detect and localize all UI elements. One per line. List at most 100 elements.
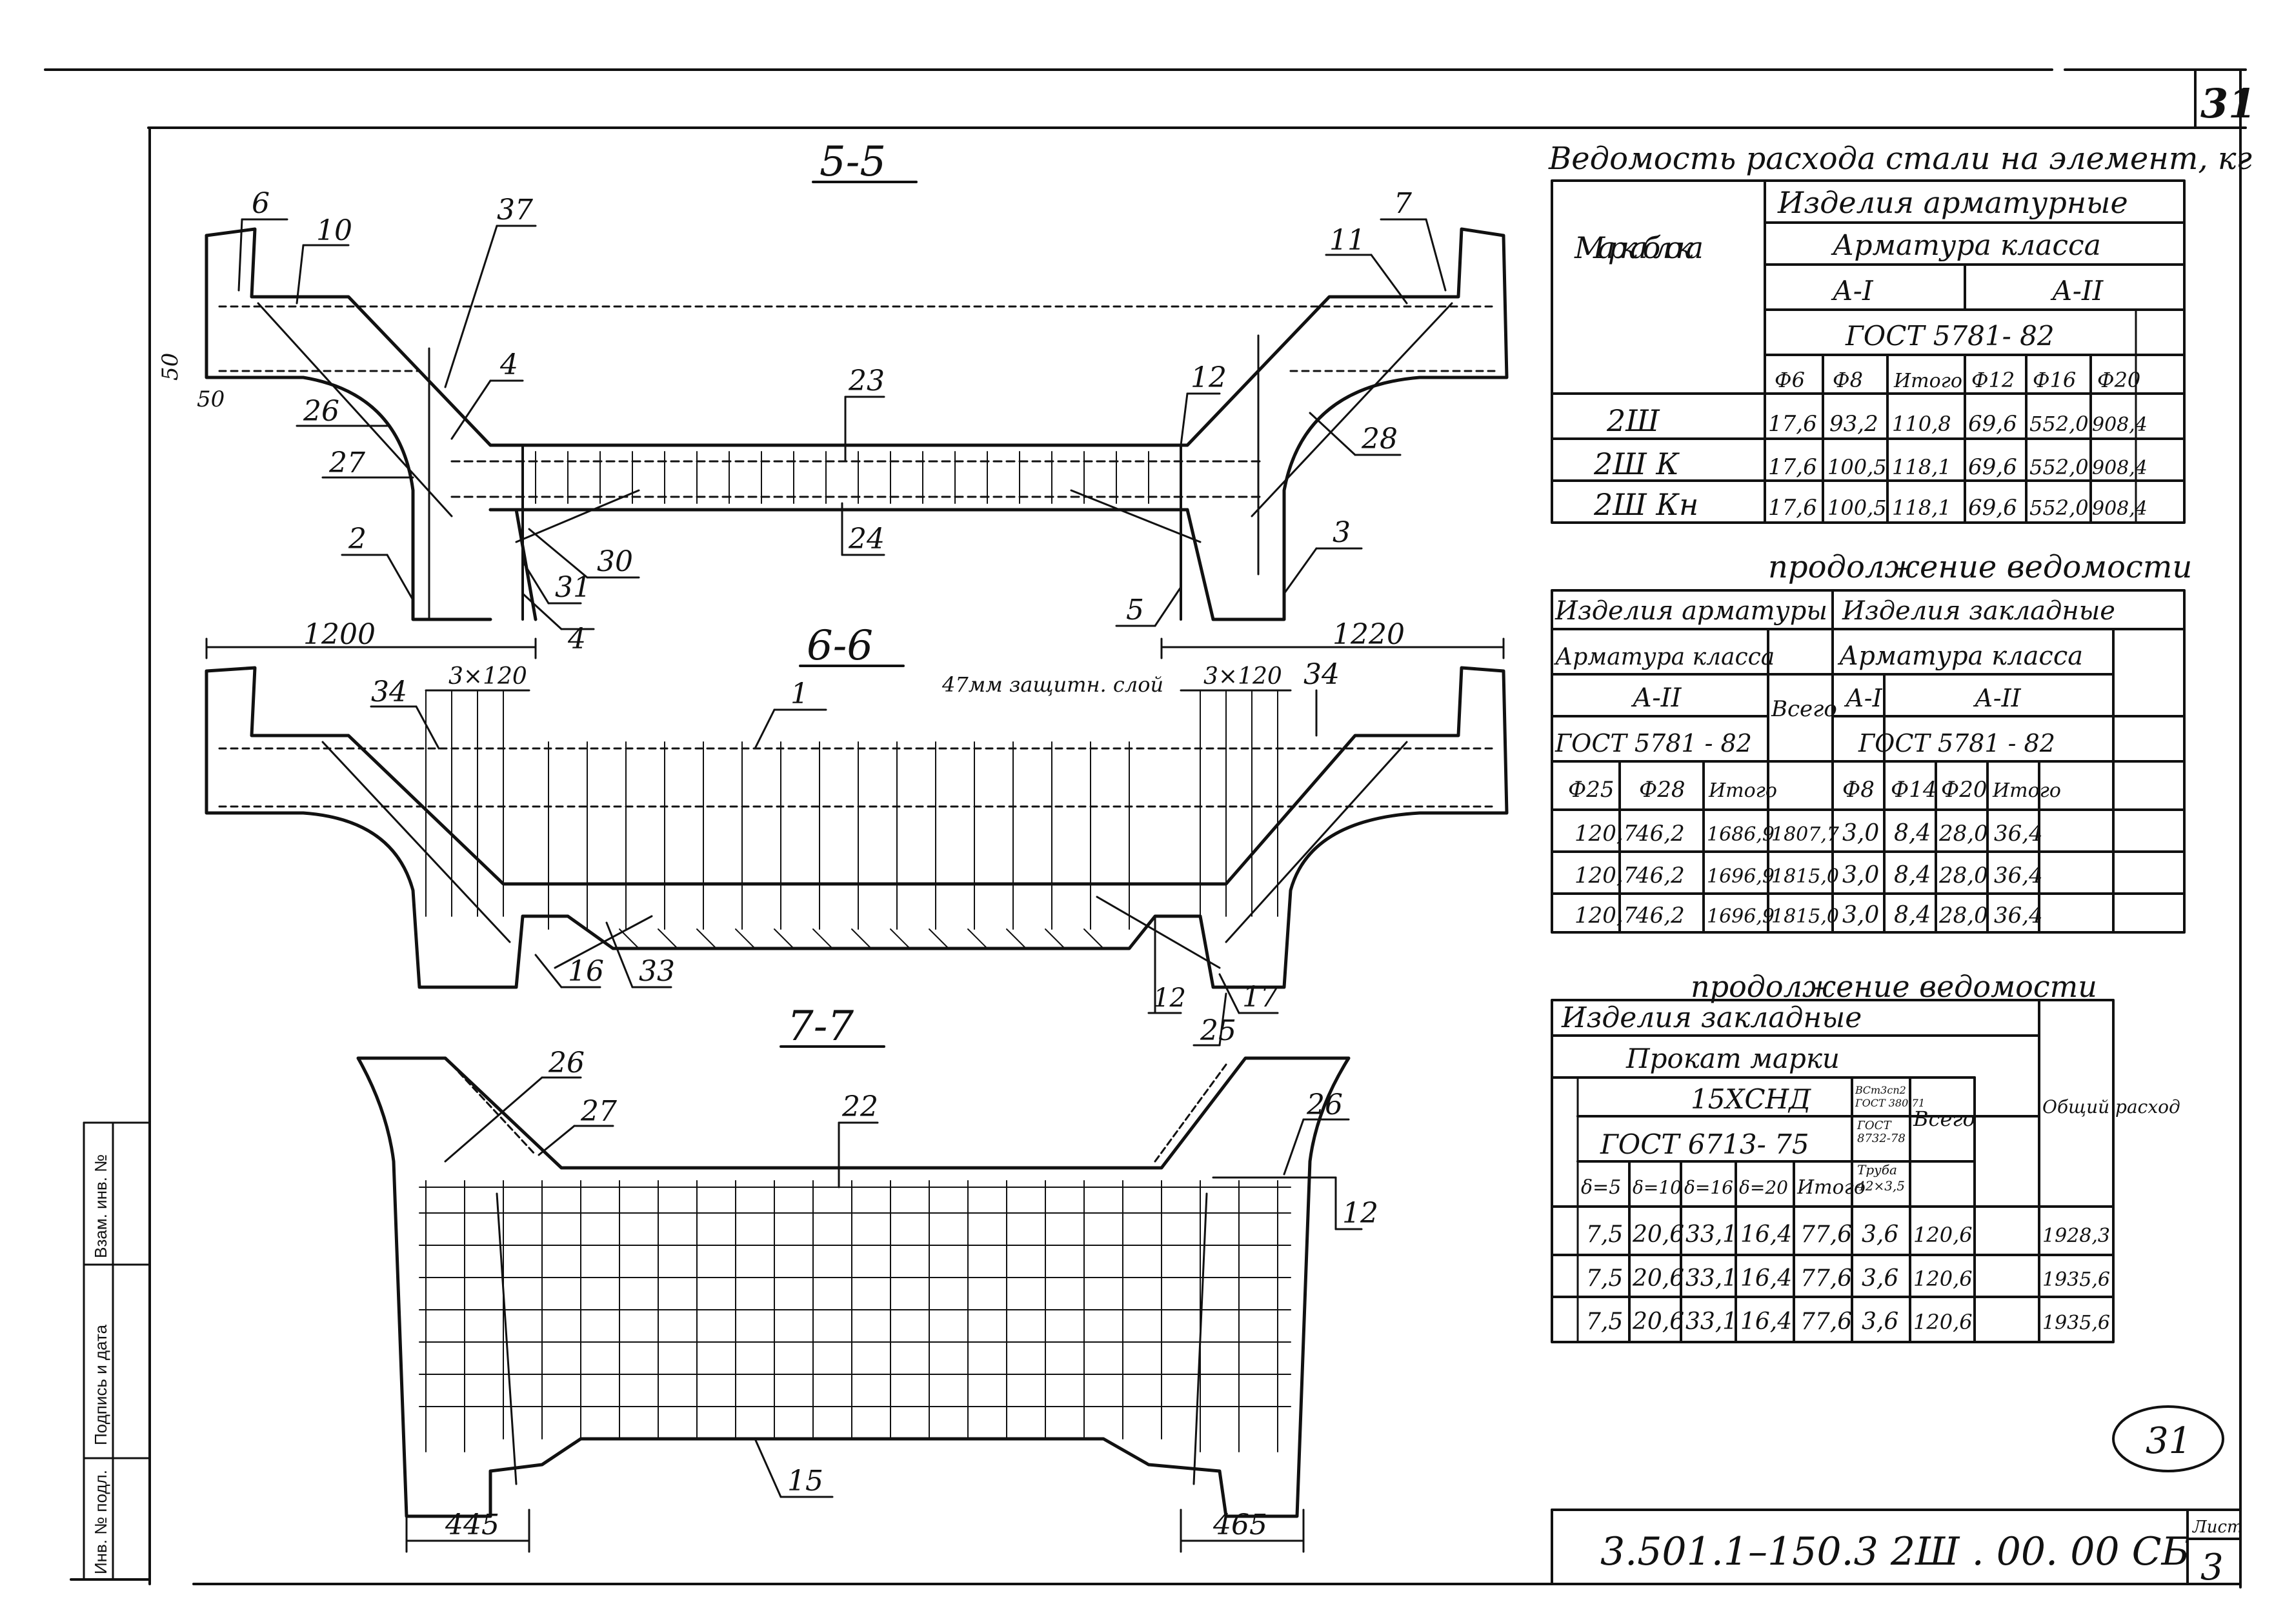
table1-title: Ведомость расхода стали на элемент, кг <box>1548 141 2252 177</box>
t3-col-2: δ=16 <box>1684 1177 1733 1198</box>
t3-r0-c6: 120,6 <box>1913 1223 1973 1247</box>
table2-total-header: Всего <box>1771 696 1837 722</box>
t2-colR-3: Итого <box>1992 779 2061 802</box>
t1-r2-v0: 17,6 <box>1768 495 1817 521</box>
callout-17: 17 <box>1242 981 1278 1014</box>
callout-30: 30 <box>597 545 633 578</box>
table2-title: продолжение ведомости <box>1768 549 2192 585</box>
t1-r1-v5: 908,4 <box>2092 457 2148 479</box>
callout-15: 15 <box>787 1465 823 1498</box>
callout-1: 1 <box>790 677 809 710</box>
t3-col-0: δ=5 <box>1581 1176 1621 1199</box>
callout-27: 27 <box>328 446 365 479</box>
t1-r2-v1: 100,5 <box>1827 496 1887 520</box>
steel-table-main: Ведомость расхода стали на элемент, кг М… <box>1548 141 2252 524</box>
table2-gost-right: ГОСТ 5781 - 82 <box>1858 729 2055 757</box>
t1-col-2: Итого <box>1893 370 1962 392</box>
callout-11: 11 <box>1329 224 1365 257</box>
callout-12b: 12 <box>1153 983 1186 1013</box>
steel-table-continued-2: продолжение ведомости Изделия закладные … <box>1551 969 2180 1343</box>
t2-colR-0: Ф8 <box>1842 777 1875 803</box>
callout-22: 22 <box>841 1090 878 1123</box>
t2-r1-c0: 120,7 <box>1575 863 1638 888</box>
t1-col-5: Ф20 <box>2097 368 2140 392</box>
dim-1220: 1220 <box>1333 618 1405 651</box>
table2-group-right: Изделия закладные <box>1842 596 2115 626</box>
t2-r1-c7: 36,4 <box>1994 863 2043 888</box>
t3-r0-c7: 1928,3 <box>2042 1225 2110 1247</box>
t1-r1-v2: 118,1 <box>1892 455 1951 479</box>
t3-grand-header-text: Общий расход <box>2042 1096 2180 1118</box>
table3-group: Изделия закладные <box>1561 1001 1862 1034</box>
t1-r2-v5: 908,4 <box>2092 497 2148 520</box>
side-label-signature: Подпись и дата <box>91 1324 110 1445</box>
t1-col-0: Ф6 <box>1775 368 1805 392</box>
t3-extra-4: Труба <box>1857 1162 1897 1178</box>
section-5-5: 5-5 <box>157 138 1509 656</box>
section-title-5-5: 5-5 <box>820 138 886 186</box>
spacing-left: 3×120 <box>448 663 527 690</box>
section-title-7-7: 7-7 <box>787 1003 854 1050</box>
t1-r0-mark: 2Ш <box>1606 403 1660 438</box>
callout-4b: 4 <box>567 623 586 656</box>
t1-r0-v1: 93,2 <box>1829 411 1878 437</box>
t2-r2-c4: 3,0 <box>1842 902 1879 928</box>
table2-class-left: Арматура класса <box>1553 644 1775 670</box>
table1-class-a2: А-II <box>2050 275 2104 306</box>
t2-colR-1: Ф14 <box>1891 777 1937 803</box>
t2-r0-c7: 36,4 <box>1994 821 2043 847</box>
t1-r2-mark: 2Ш Кн <box>1593 487 1698 522</box>
t3-r2-c5: 3,6 <box>1862 1308 1898 1335</box>
cover-note: 47мм защитн. слой <box>941 672 1163 697</box>
t2-r2-c1: 46,2 <box>1635 903 1685 928</box>
t1-r0-v3: 69,6 <box>1968 411 2017 437</box>
section-7-7: 7-7 <box>356 1003 1378 1553</box>
t3-r0-c3: 16,4 <box>1740 1221 1792 1248</box>
t2-colR-2: Ф20 <box>1941 777 1987 803</box>
t1-r1-v3: 69,6 <box>1968 454 2017 480</box>
t2-r0-c1: 46,2 <box>1635 821 1685 847</box>
t3-r0-c1: 20,6 <box>1632 1221 1684 1248</box>
t2-r1-c3: 1815,0 <box>1771 865 1839 888</box>
t3-r0-c0: 7,5 <box>1586 1221 1623 1248</box>
t3-r1-c3: 16,4 <box>1740 1265 1792 1292</box>
t3-r2-c1: 20,6 <box>1632 1308 1684 1335</box>
section-6-6: 6-6 1200 1220 3×120 3×120 47мм защитн. с… <box>205 618 1509 1047</box>
table2-class-right-a1: А-I <box>1844 684 1883 712</box>
t1-r0-v2: 110,8 <box>1892 412 1951 436</box>
table2-class-right: Арматура класса <box>1837 641 2083 671</box>
callout-3: 3 <box>1333 516 1351 549</box>
t3-r2-c0: 7,5 <box>1586 1308 1623 1335</box>
stamp-oval: 31 <box>2112 1405 2224 1472</box>
t1-r0-v0: 17,6 <box>1768 411 1817 437</box>
t1-r0-v4: 552,0 <box>2029 412 2089 436</box>
section-title-6-6: 6-6 <box>807 622 873 670</box>
sheet-number: 31 <box>2200 80 2256 127</box>
table3-steel: 15ХСНД <box>1691 1083 1811 1115</box>
t2-colL-1: Ф28 <box>1639 777 1685 803</box>
t3-grand-header: Общий расход <box>2042 1096 2180 1118</box>
t3-r0-c2: 33,1 <box>1685 1221 1737 1248</box>
t1-col-1: Ф8 <box>1833 368 1863 392</box>
callout-12c: 12 <box>1342 1197 1378 1230</box>
t2-r0-c2: 1686,9 <box>1707 823 1775 846</box>
t2-r2-c5: 8,4 <box>1894 902 1931 928</box>
dim-465: 465 <box>1212 1509 1267 1541</box>
t3-r1-c2: 33,1 <box>1685 1265 1737 1292</box>
doc-code: 3.501.1–150.3 2Ш . 00. 00 СБ <box>1600 1529 2190 1574</box>
t3-total-header: Всего <box>1913 1107 1975 1131</box>
side-label-inventory: Инв. № подл. <box>91 1470 110 1574</box>
t3-extra-2: ГОСТ <box>1856 1119 1892 1132</box>
t2-r2-c3: 1815,0 <box>1771 905 1839 928</box>
t3-col-3: δ=20 <box>1739 1177 1788 1198</box>
t1-r0-v5: 908,4 <box>2092 414 2148 436</box>
table1-group: Изделия арматурные <box>1777 185 2128 220</box>
t3-r0-c4: 77,6 <box>1800 1221 1852 1248</box>
dim-50a: 50 <box>157 353 183 381</box>
table2-gost-left: ГОСТ 5781 - 82 <box>1554 729 1752 757</box>
t2-r1-c4: 3,0 <box>1842 862 1879 888</box>
callout-2: 2 <box>348 523 367 556</box>
callout-7: 7 <box>1394 187 1412 220</box>
t3-r2-c2: 33,1 <box>1685 1308 1737 1335</box>
